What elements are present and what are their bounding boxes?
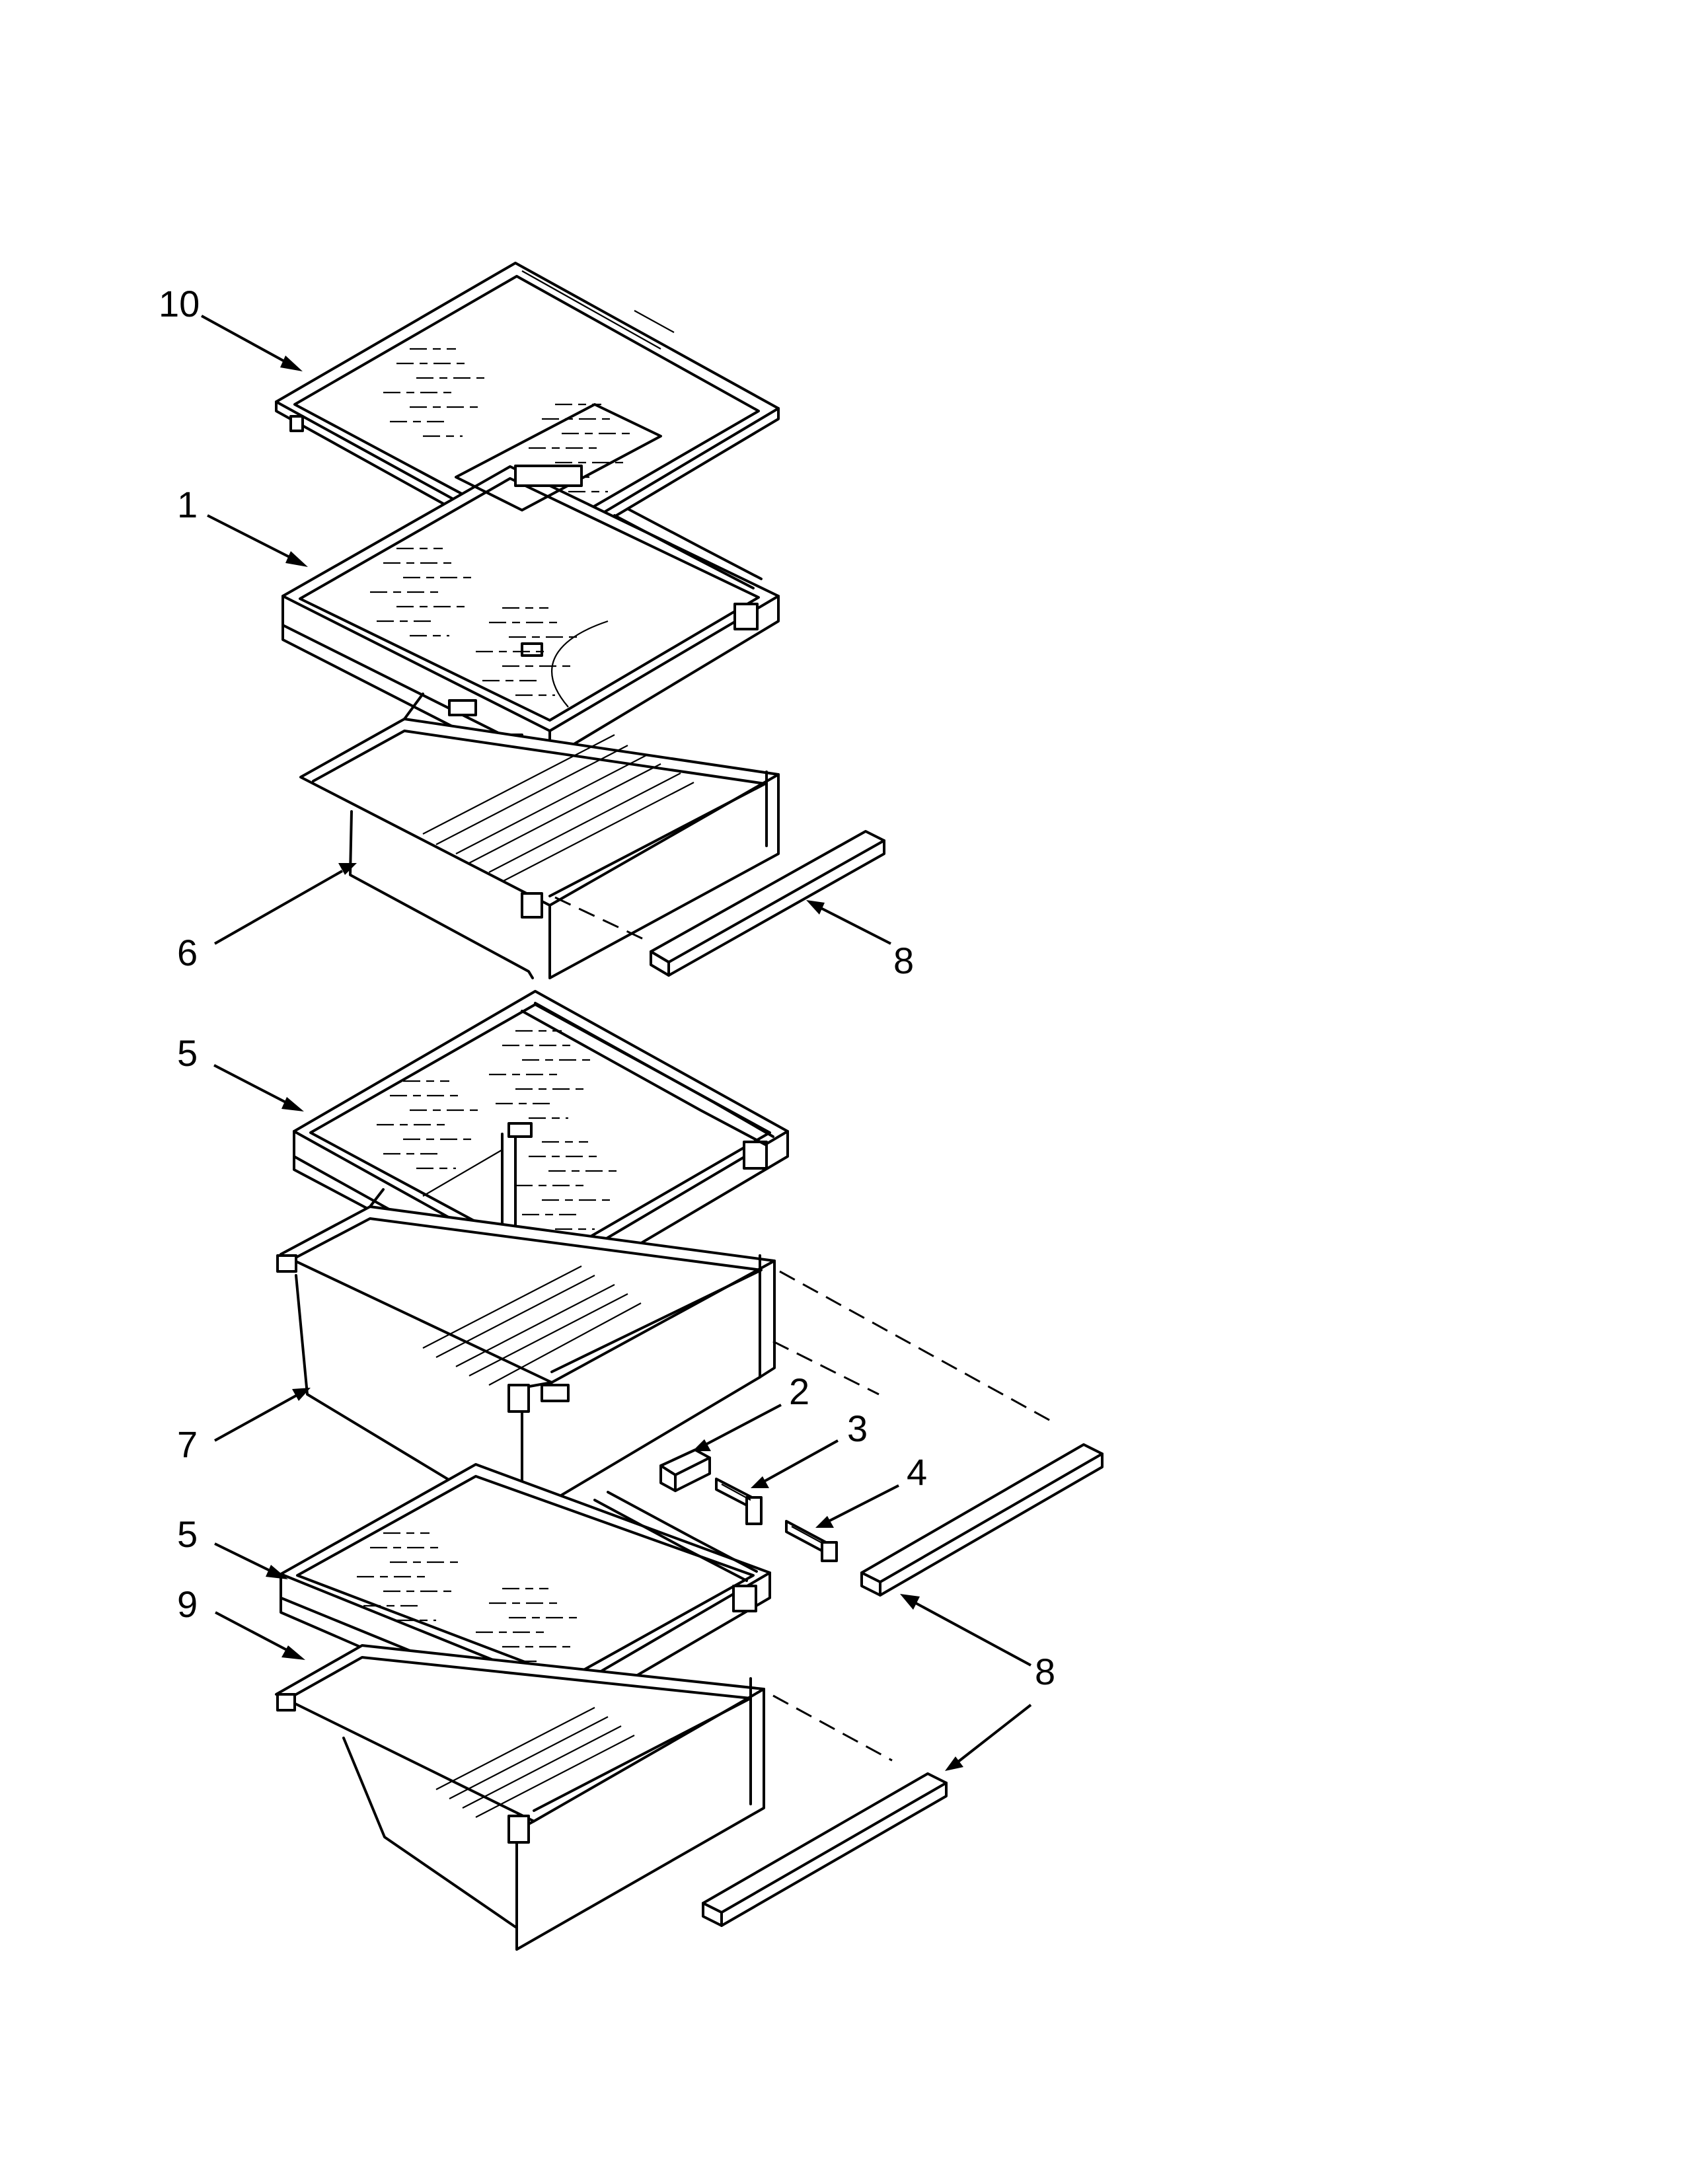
callout-2: 2 xyxy=(789,1371,810,1412)
callout-7: 7 xyxy=(177,1423,198,1465)
part-5-cover-upper xyxy=(293,990,789,1312)
part-6-pan xyxy=(299,693,780,979)
callout-9: 9 xyxy=(177,1583,198,1625)
callout-10: 10 xyxy=(159,283,200,324)
callout-1: 1 xyxy=(177,484,198,525)
callout-3: 3 xyxy=(847,1408,868,1449)
part-8-trim-right xyxy=(860,1443,1104,1597)
part-8-trim-lower xyxy=(702,1772,948,1927)
part-4-bracket xyxy=(785,1520,838,1562)
part-8-trim-upper xyxy=(650,830,885,977)
callout-6: 6 xyxy=(177,932,198,973)
part-9-drawer xyxy=(275,1644,765,1951)
part-3-bracket xyxy=(715,1478,763,1525)
callout-4: 4 xyxy=(907,1451,928,1493)
callout-5-lower: 5 xyxy=(177,1513,198,1555)
callout-arrows xyxy=(201,315,1032,1771)
callout-5-upper: 5 xyxy=(177,1032,198,1074)
callout-8-lower: 8 xyxy=(1035,1651,1056,1692)
callout-8-upper: 8 xyxy=(893,940,915,981)
part-2-clip xyxy=(659,1449,711,1492)
